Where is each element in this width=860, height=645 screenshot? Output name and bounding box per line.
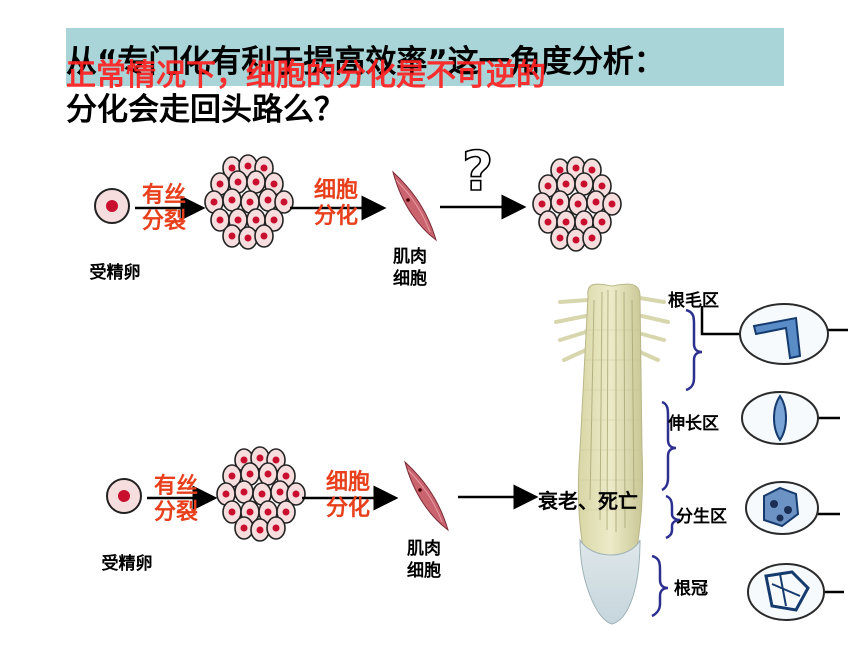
aging-death-label: 衰老、死亡 xyxy=(538,489,638,513)
cluster-cell xyxy=(238,226,258,250)
cell-cluster-reverted xyxy=(532,156,622,252)
cluster-cell xyxy=(550,190,570,214)
cell-cluster-row2 xyxy=(216,446,306,542)
brace-root-hair xyxy=(685,308,703,392)
brace-meristem xyxy=(665,494,681,540)
root-hair-cell-micrograph xyxy=(739,303,848,365)
root-cap-cell-micrograph xyxy=(747,563,844,621)
zone-label-elongation: 伸长区 xyxy=(668,414,719,434)
cluster-cell xyxy=(270,480,290,504)
cluster-cell xyxy=(222,224,242,248)
root-tip-illustration xyxy=(554,283,670,625)
cluster-cell xyxy=(586,190,606,214)
cluster-cell xyxy=(566,228,586,252)
title-line-1: 从“专门化有利于提高效率”这一角度分析： xyxy=(66,44,665,80)
cluster-cell xyxy=(574,172,594,196)
cluster-cell xyxy=(222,188,242,212)
cluster-cell xyxy=(538,174,558,198)
cluster-cell xyxy=(258,188,278,212)
zone-label-root-hair: 根毛区 xyxy=(668,291,719,311)
zygote-cell-row1 xyxy=(94,188,130,224)
mitosis-label-row1: 有丝 分裂 xyxy=(141,183,186,234)
cluster-cell xyxy=(234,480,254,504)
cluster-cell xyxy=(276,500,296,524)
cluster-cell xyxy=(222,500,242,524)
cluster-cell xyxy=(266,516,286,540)
cluster-cell xyxy=(258,462,278,486)
cluster-cell xyxy=(254,224,274,248)
zone-label-root-cap: 根冠 xyxy=(674,579,708,599)
differentiation-label-row2: 细胞 分化 xyxy=(325,470,370,521)
muscle-cell-row1 xyxy=(392,170,437,242)
cluster-cell xyxy=(234,516,254,540)
meristem-cell-micrograph xyxy=(745,481,840,535)
muscle-label-row1: 肌肉 细胞 xyxy=(393,247,427,289)
cluster-cell xyxy=(274,190,294,214)
cluster-cell xyxy=(250,518,270,542)
zone-braces xyxy=(651,308,703,618)
brace-root-cap xyxy=(651,554,669,618)
zygote-label-row1: 受精卵 xyxy=(89,263,141,283)
cluster-cell xyxy=(210,208,230,232)
differentiation-label-row1: 细胞 分化 xyxy=(313,178,358,229)
cluster-cell xyxy=(286,482,306,506)
zygote-label-row2: 受精卵 xyxy=(101,554,153,574)
irreversible-overlay-text: 正常情况下，细胞的分化是不可逆的 xyxy=(66,58,546,93)
brace-elongation xyxy=(661,400,677,492)
cluster-cell xyxy=(550,226,570,250)
zygote-cell-row2 xyxy=(106,478,142,514)
cell-cluster-row1 xyxy=(204,154,294,250)
cluster-cell xyxy=(602,192,622,216)
muscle-cell-row2 xyxy=(404,460,449,532)
root-hair-pointer xyxy=(700,306,742,336)
zone-label-meristem: 分生区 xyxy=(676,507,727,527)
cluster-cell xyxy=(246,170,266,194)
muscle-label-row2: 肌肉 细胞 xyxy=(407,539,441,581)
title-line-2: 分化会走回头路么？ xyxy=(66,92,345,128)
title-highlight xyxy=(66,28,784,86)
question-mark-icon: ? xyxy=(462,140,493,203)
cluster-cell xyxy=(582,226,602,250)
elongation-cell-micrograph xyxy=(741,391,840,445)
mitosis-label-row2: 有丝 分裂 xyxy=(153,474,198,525)
cluster-cell xyxy=(264,208,284,232)
cluster-cell xyxy=(592,210,612,234)
